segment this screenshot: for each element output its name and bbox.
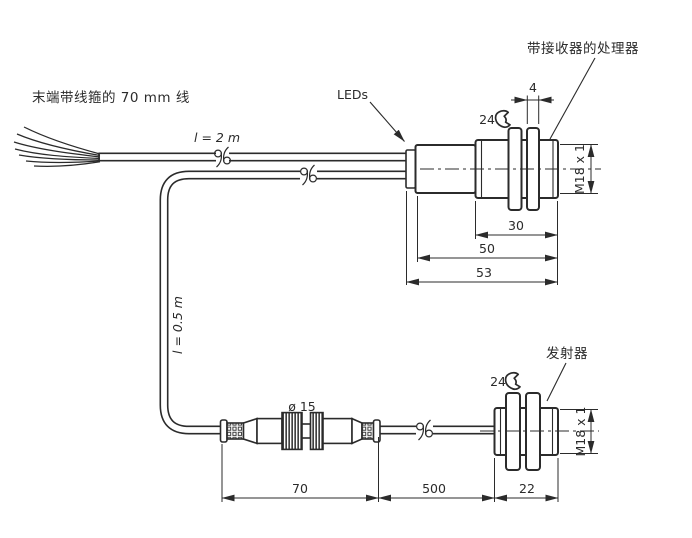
dim-4: 4 [529,80,537,95]
wire-ends [13,126,101,167]
pigtail-label: 末端带线箍的 70 mm 线 [32,89,190,106]
cable-break-icon [300,164,317,186]
receiver-body [405,127,559,211]
dim-30: 30 [508,218,524,233]
cable-0p5m [159,170,408,435]
emitter-label: 发射器 [546,346,588,362]
dim-22: 22 [519,481,535,496]
dimension-lines [221,95,598,502]
wrench-icon [494,109,511,129]
wrench-size-emitter: 24 [490,374,506,389]
leds-label: LEDs [337,87,368,102]
connector-diameter-label: ø 15 [288,399,316,414]
leader-lines [369,57,596,402]
thread-spec-emitter: M18 x 1 [573,407,588,457]
wrench-icon [504,371,521,391]
dim-500: 500 [422,481,446,496]
cable-break-icon [416,419,433,441]
dim-70: 70 [292,481,308,496]
receiver-label: 带接收器的处理器 [527,40,639,57]
dim-53: 53 [476,265,492,280]
wrench-size-receiver: 24 [479,112,495,127]
emitter-body [493,392,559,471]
connector-assembly [219,411,381,451]
thread-spec-receiver: M18 x 1 [572,144,587,194]
cable-length-0p5m-label: l = 0.5 m [170,296,185,354]
cable-length-2m-label: l = 2 m [194,130,240,145]
cable-break-icon [214,146,231,168]
dim-50: 50 [479,241,495,256]
cable-2m [98,152,408,162]
